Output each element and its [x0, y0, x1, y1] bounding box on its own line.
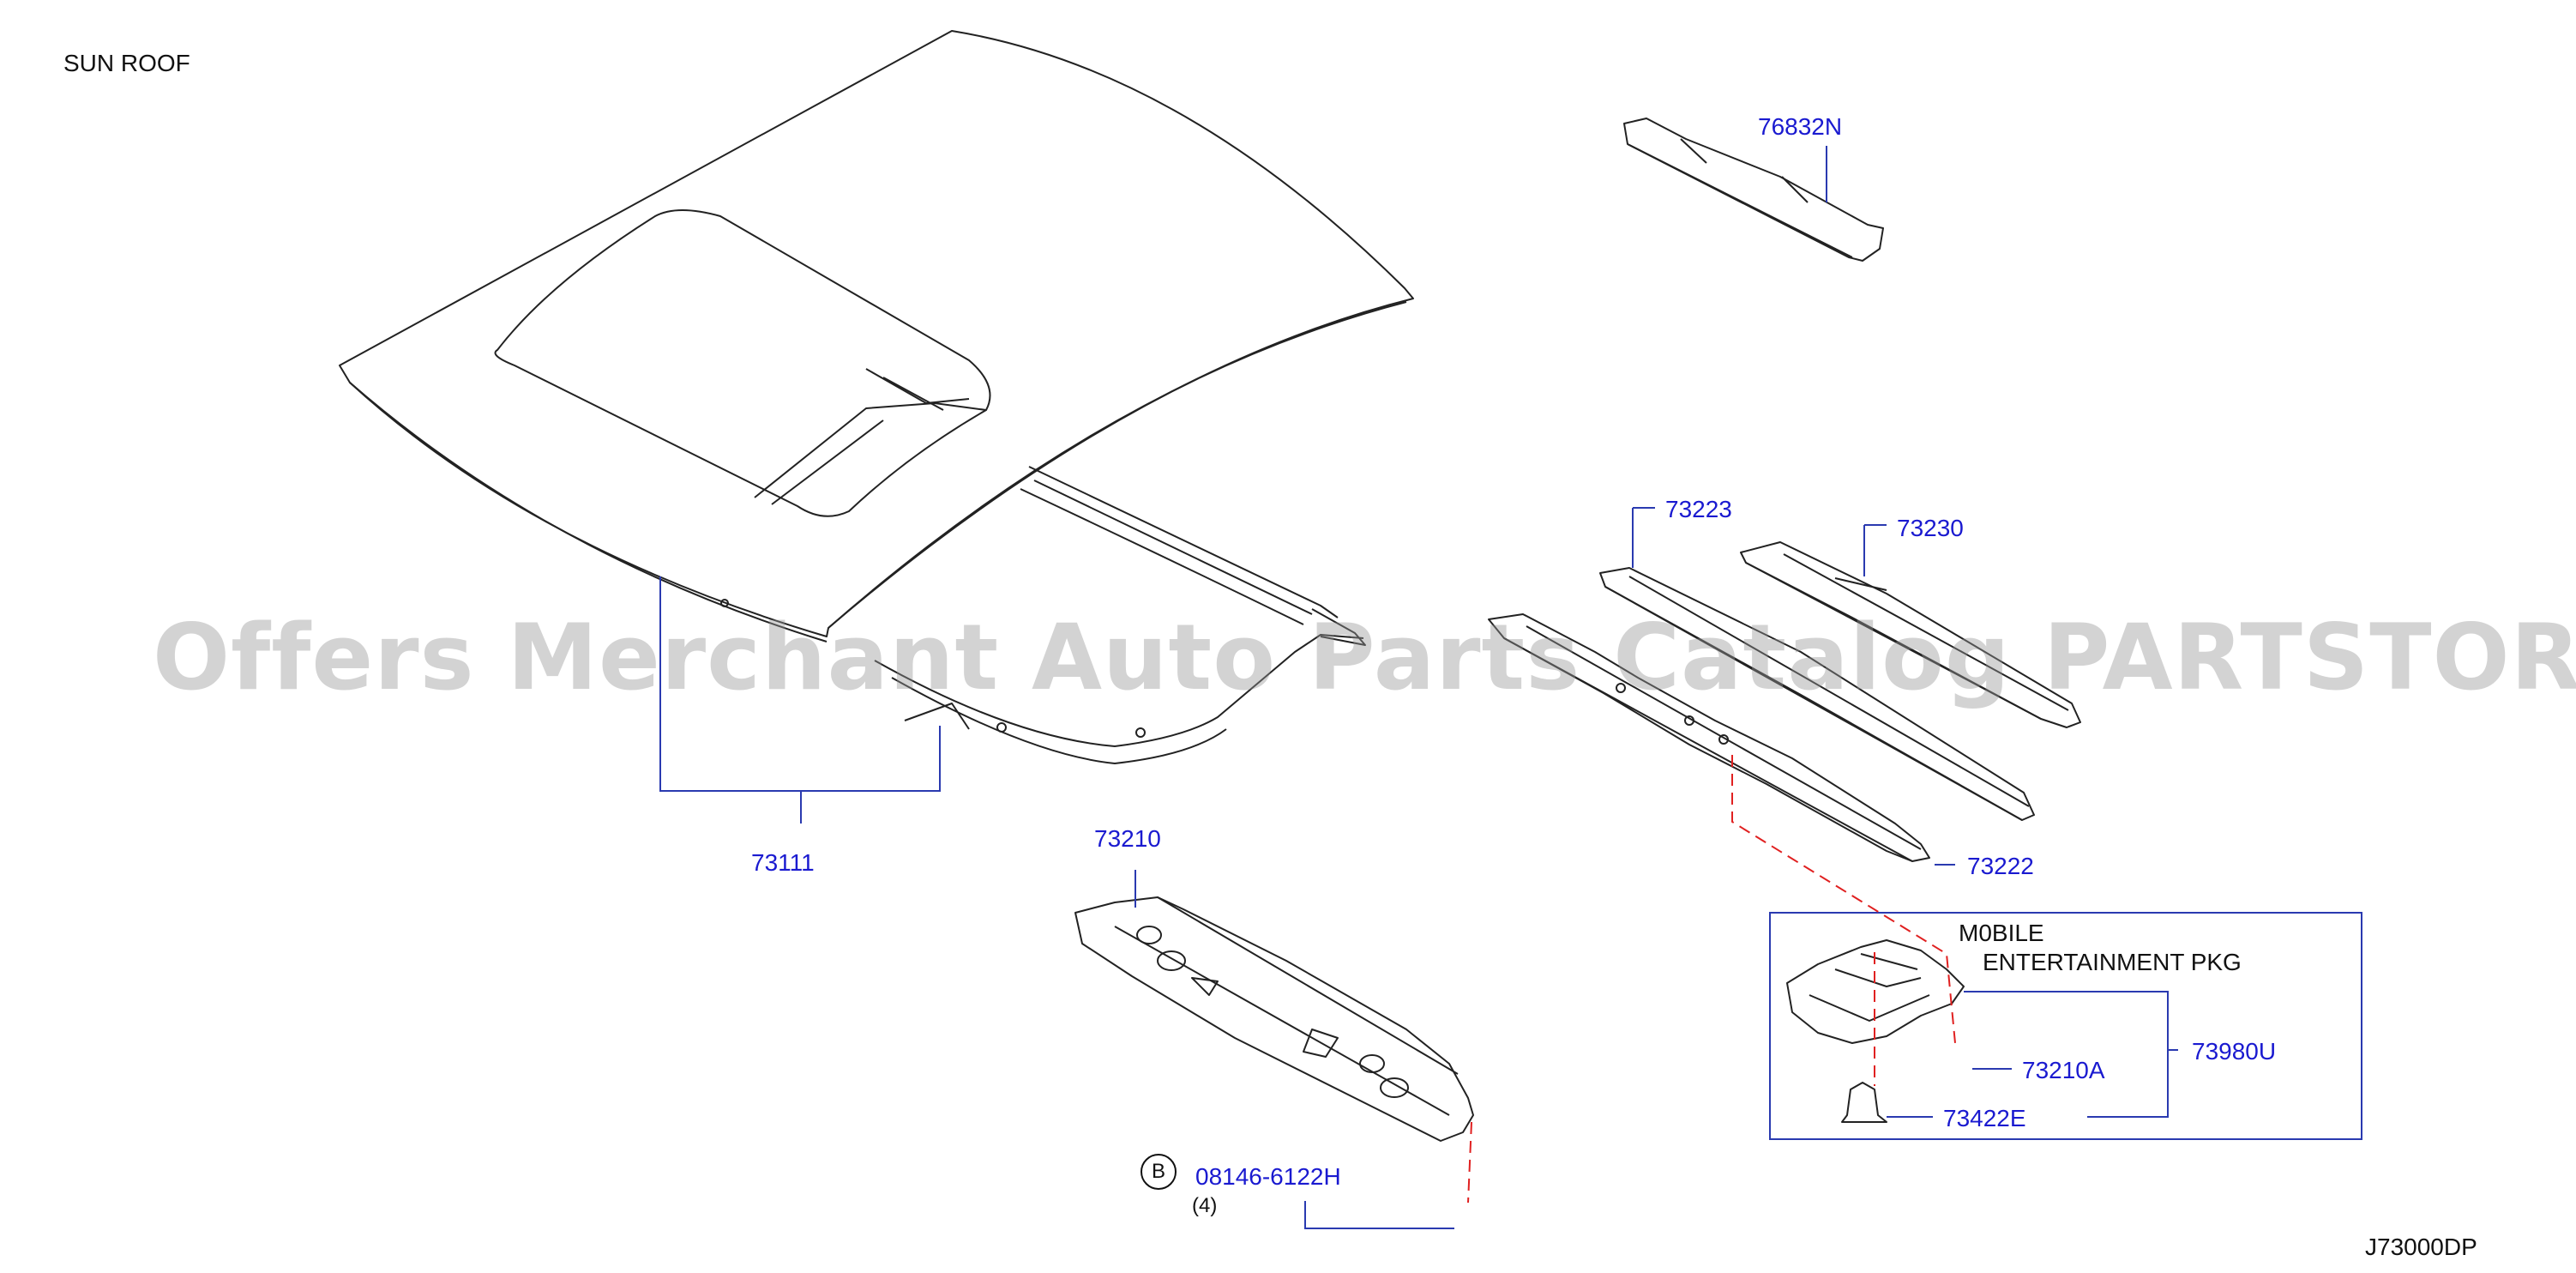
bolt-quantity: (4): [1192, 1194, 1218, 1217]
watermark: Offers Merchant Auto Parts Catalog PARTS…: [153, 605, 2576, 710]
part-76832N-shape: [1623, 118, 1884, 262]
leader-08146: [1304, 1201, 1454, 1229]
part-label-73210[interactable]: 73210: [1094, 825, 1161, 852]
part-label-73111[interactable]: 73111: [751, 849, 815, 876]
part-73210-shape: [1074, 896, 1474, 1142]
inset-frame: [1769, 912, 2362, 1140]
part-73222-shape: [1488, 613, 1930, 862]
part-73223-shape: [1599, 567, 2035, 821]
leader-73980U: [1964, 991, 2178, 1118]
part-73422E-shape: [1841, 1082, 1887, 1123]
part-label-73422E[interactable]: 73422E: [1943, 1105, 2026, 1131]
dash-bolt: [1467, 1121, 1472, 1204]
part-73210A-shape: [1786, 939, 1965, 1044]
roof-panel-73111: [339, 30, 1414, 764]
inset-title-line1: M0BILE: [1959, 920, 2044, 946]
diagram-code: J73000DP: [2365, 1234, 2477, 1260]
part-73230-shape: [1740, 541, 2081, 728]
part-label-73210A[interactable]: 73210A: [2022, 1057, 2105, 1083]
part-label-73230[interactable]: 73230: [1897, 515, 1964, 541]
leader-73223: [1632, 507, 1655, 568]
dash-73222-inset: [1731, 755, 1956, 1044]
part-label-73222[interactable]: 73222: [1967, 853, 2034, 879]
bolt-ref-circle: B: [1141, 1154, 1177, 1190]
leader-73230: [1863, 524, 1887, 576]
part-label-08146-6122H[interactable]: 08146-6122H: [1195, 1163, 1341, 1190]
part-label-76832N[interactable]: 76832N: [1758, 113, 1843, 140]
inset-title-line2: ENTERTAINMENT PKG: [1983, 949, 2242, 975]
diagram-title: SUN ROOF: [63, 50, 190, 76]
part-label-73980U[interactable]: 73980U: [2192, 1038, 2277, 1065]
leader-73111: [659, 576, 941, 824]
part-label-73223[interactable]: 73223: [1665, 496, 1732, 522]
